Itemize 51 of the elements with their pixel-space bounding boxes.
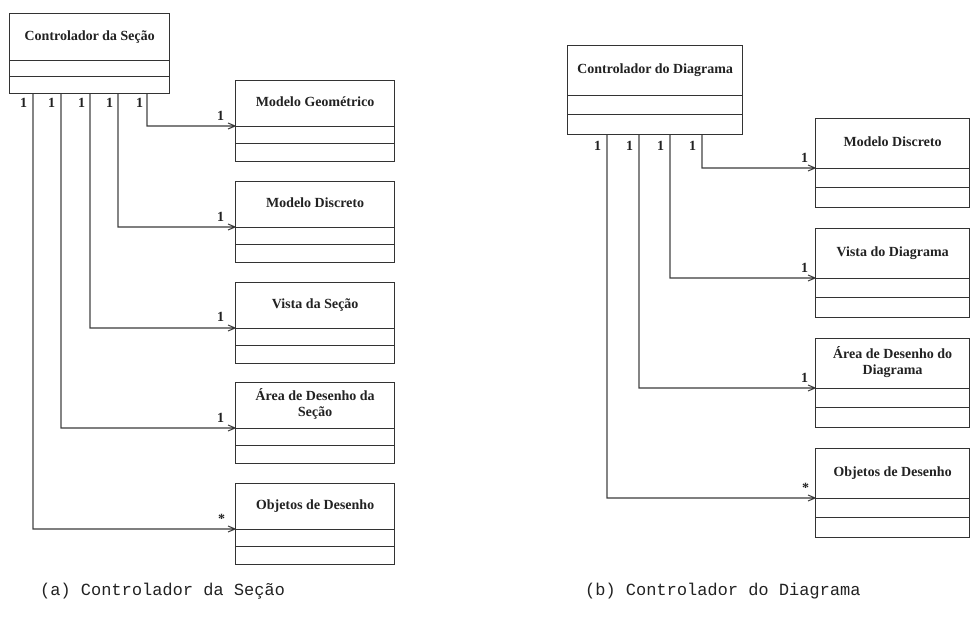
multiplicity-label: 1 <box>801 262 808 276</box>
class-name: Controlador do Diagrama <box>577 62 733 79</box>
multiplicity-label: 1 <box>217 110 224 124</box>
multiplicity-label: * <box>218 513 225 527</box>
class-box <box>235 483 395 565</box>
multiplicity-label: 1 <box>217 412 224 426</box>
multiplicity-label: 1 <box>689 140 696 154</box>
class-box <box>235 181 395 263</box>
class-box <box>235 282 395 364</box>
figure-caption: (a) Controlador da Seção <box>40 582 285 601</box>
multiplicity-label: 1 <box>106 97 113 111</box>
class-name: Objetos de Desenho <box>833 465 952 482</box>
association-arrow <box>117 94 236 231</box>
multiplicity-label: 1 <box>217 211 224 225</box>
class-box <box>815 448 970 538</box>
class-box <box>815 338 970 428</box>
class-box <box>815 118 970 208</box>
multiplicity-label: 1 <box>801 372 808 386</box>
class-box <box>235 382 395 464</box>
class-name: Área de Desenho do Diagrama <box>832 346 954 380</box>
association-arrow <box>146 94 236 130</box>
class-box <box>815 228 970 318</box>
association-arrow <box>669 135 816 282</box>
association-arrow <box>60 94 236 432</box>
multiplicity-label: * <box>802 482 809 496</box>
class-name: Controlador da Seção <box>24 28 155 46</box>
association-arrow <box>606 135 816 502</box>
figure-caption: (b) Controlador do Diagrama <box>585 582 860 601</box>
multiplicity-label: 1 <box>594 140 601 154</box>
class-box <box>235 80 395 162</box>
class-name: Vista da Seção <box>272 297 358 314</box>
multiplicity-label: 1 <box>136 97 143 111</box>
class-name: Vista do Diagrama <box>836 245 949 262</box>
class-box <box>567 45 743 135</box>
association-arrow <box>89 94 236 332</box>
class-name: Modelo Discreto <box>843 135 942 152</box>
class-name: Área de Desenho da Seção <box>254 388 376 422</box>
association-arrow <box>32 94 236 533</box>
multiplicity-label: 1 <box>217 311 224 325</box>
class-name: Modelo Geométrico <box>256 95 374 112</box>
multiplicity-label: 1 <box>801 152 808 166</box>
class-box <box>9 13 170 94</box>
multiplicity-label: 1 <box>626 140 633 154</box>
multiplicity-label: 1 <box>657 140 664 154</box>
multiplicity-label: 1 <box>48 97 55 111</box>
multiplicity-label: 1 <box>78 97 85 111</box>
class-name: Objetos de Desenho <box>256 498 374 515</box>
association-arrow <box>638 135 816 392</box>
multiplicity-label: 1 <box>20 97 27 111</box>
association-arrow <box>701 135 816 172</box>
class-name: Modelo Discreto <box>266 196 364 213</box>
